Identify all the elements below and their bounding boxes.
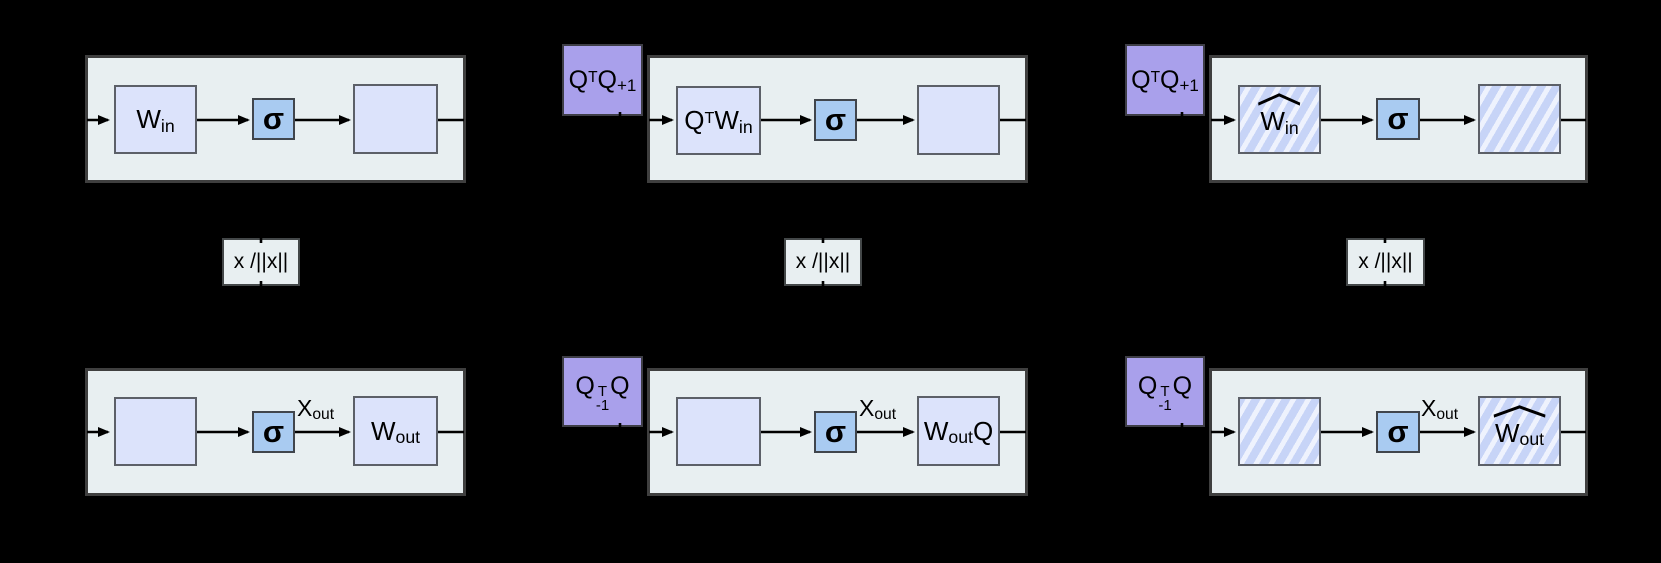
hat-accent-icon [1258,93,1301,106]
wout-hat-weight-box: Wout [1478,396,1561,466]
qt-win-label: QTWin [684,105,753,137]
hat-accent-icon [1493,404,1546,418]
xout-arrow-label: Xout [297,395,335,424]
wout-q-weight-box: WoutQ [917,396,1000,466]
norm-label: x /||x|| [1358,250,1413,273]
norm-box: x /||x|| [784,238,862,286]
norm-box: x /||x|| [1346,238,1425,286]
sigma-activation-box: σ [252,411,295,453]
win-weight-box: Win [114,85,197,154]
hatched-empty-weight-box [1478,84,1561,154]
q-product-label: QTQ+1 [568,65,637,96]
empty-weight-box [114,397,197,466]
wout-q-label: WoutQ [923,415,994,448]
norm-box: x /||x|| [222,238,300,286]
empty-weight-box [353,84,438,154]
wout-weight-box: Wout [353,396,438,466]
norm-label: x /||x|| [233,250,289,273]
win-label: Win [136,104,175,136]
sigma-label: σ [824,102,847,137]
panel2-q-product-badge-top: QTQ+1 [562,44,643,116]
sigma-label: σ [1387,414,1409,449]
sigma-activation-box: σ [252,98,295,140]
sigma-activation-box: σ [1376,98,1420,140]
xout-arrow-label: Xout [1421,395,1459,424]
sigma-label: σ [262,414,285,449]
hatched-empty-weight-box [1238,397,1321,466]
wout-label: Wout [370,415,421,448]
sigma-activation-box: σ [814,411,857,453]
xout-arrow-label: Xout [859,395,897,424]
norm-label: x /||x|| [795,250,851,273]
sigma-activation-box: σ [1376,411,1420,453]
q-product-label: QTQ+1 [1131,65,1199,96]
wout-hat-label: Wout [1493,404,1546,449]
win-hat-label: Win [1258,93,1301,138]
win-hat-weight-box: Win [1238,85,1321,154]
sigma-activation-box: σ [814,99,857,141]
empty-weight-box [676,397,761,466]
empty-weight-box [917,85,1000,155]
sigma-label: σ [824,414,847,449]
sigma-label: σ [1387,101,1409,136]
sigma-label: σ [262,101,285,136]
qt-win-weight-box: QTWin [676,86,761,155]
panel3-q-product-badge-top: QTQ+1 [1125,44,1205,116]
